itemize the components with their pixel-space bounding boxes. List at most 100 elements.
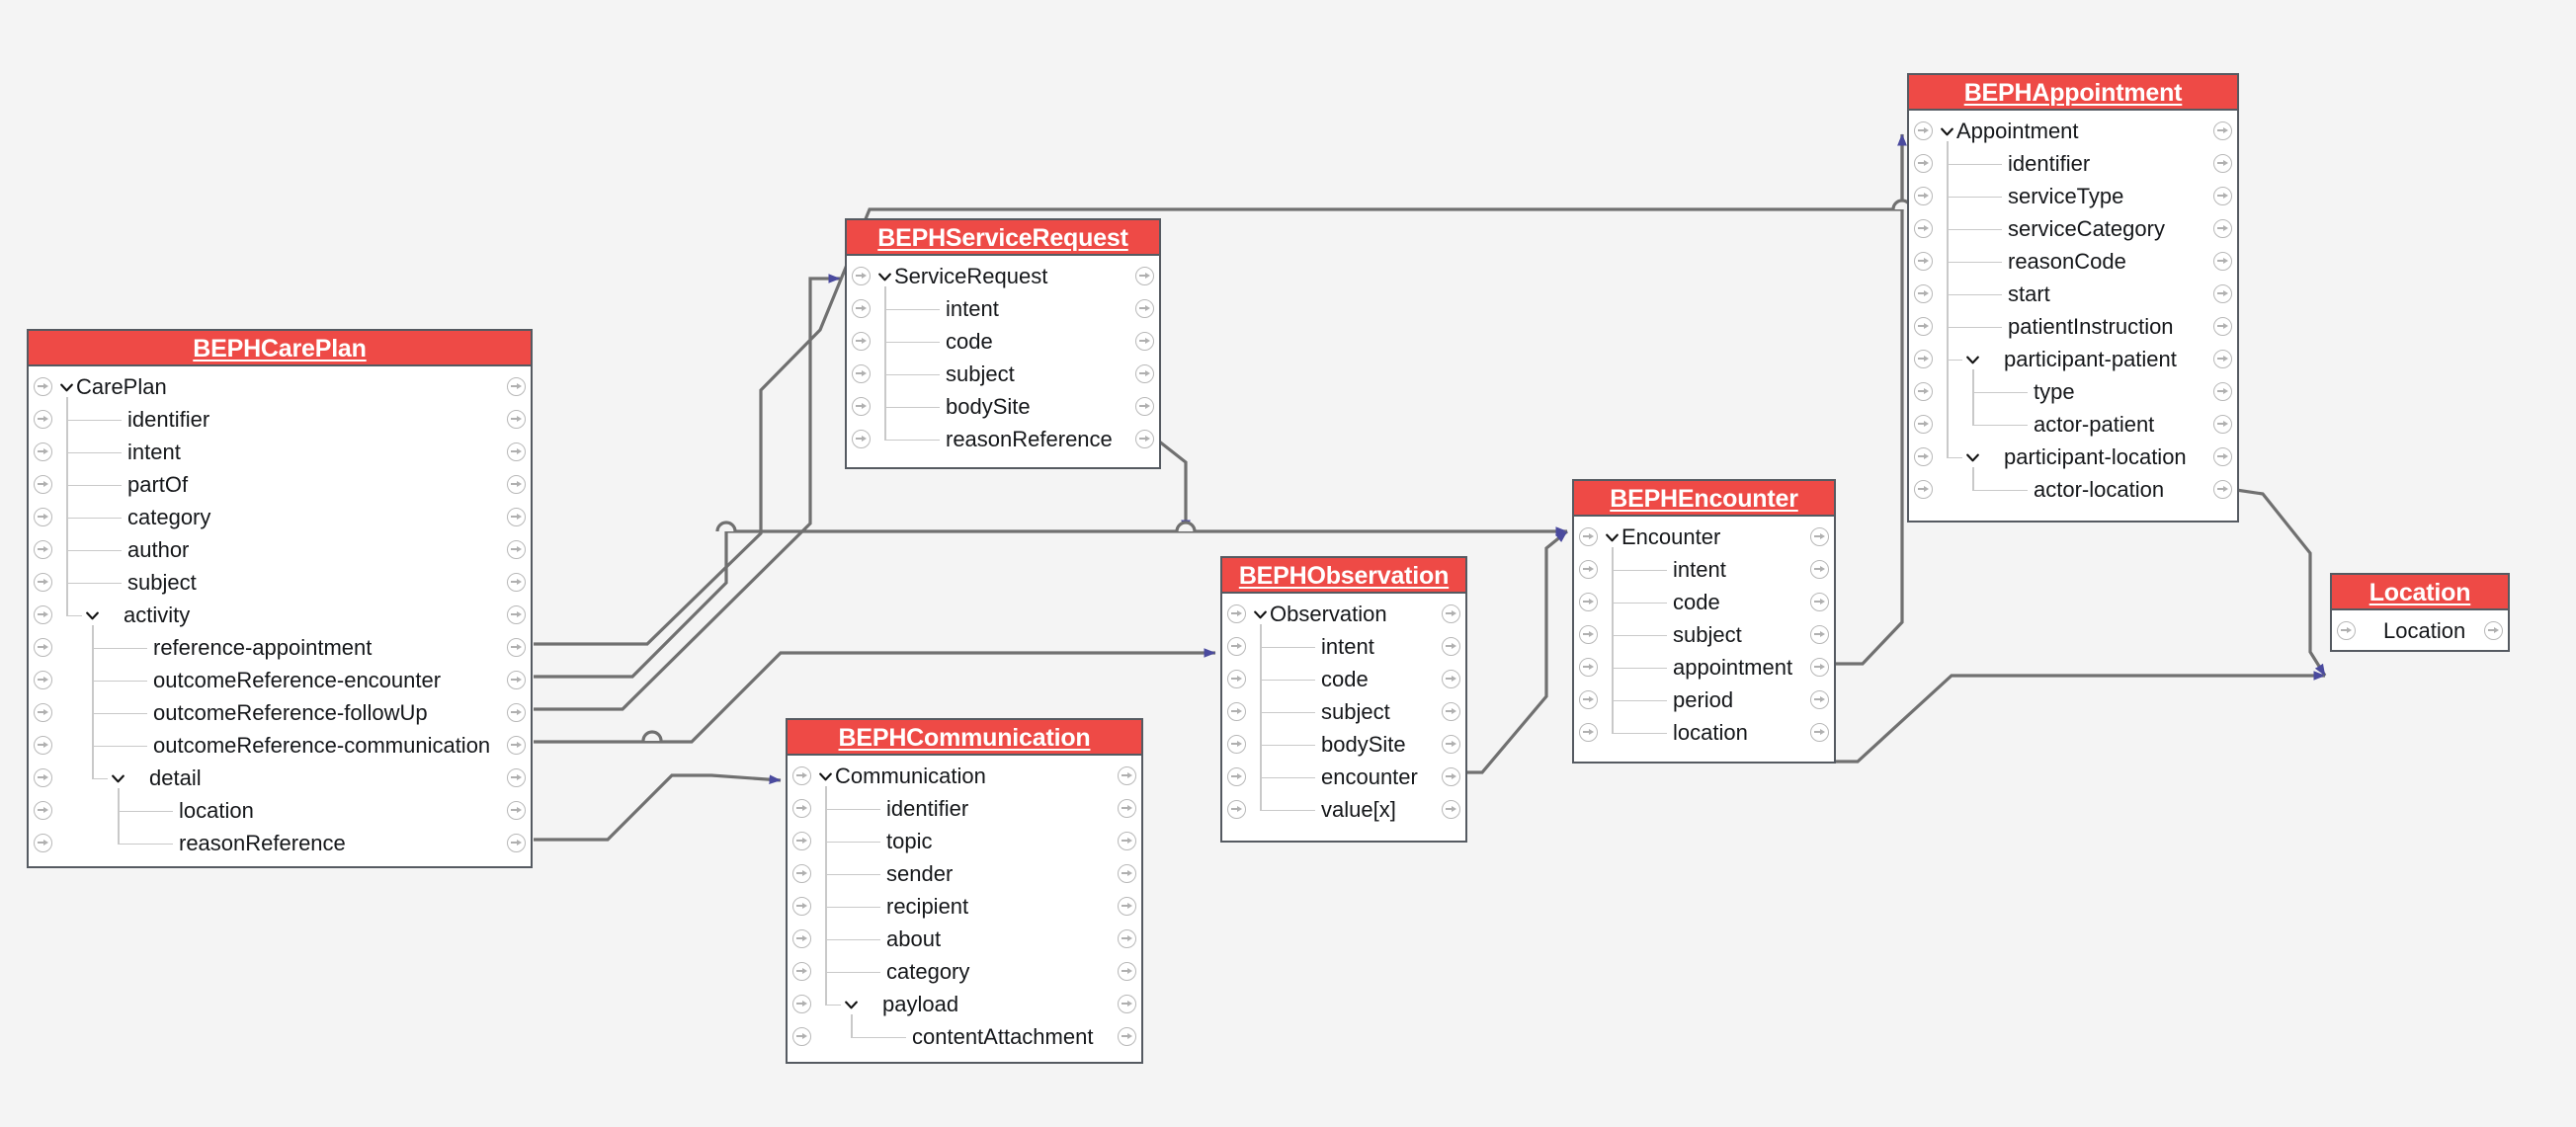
uml-row[interactable]: contentAttachment: [788, 1020, 1141, 1053]
port-arrow-icon-right[interactable]: [2213, 154, 2232, 173]
uml-row[interactable]: reasonReference: [847, 423, 1159, 455]
uml-box-title-location[interactable]: Location: [2332, 575, 2508, 610]
uml-row[interactable]: identifier: [29, 403, 531, 436]
port-arrow-icon-right[interactable]: [1118, 864, 1136, 883]
uml-row[interactable]: Encounter: [1574, 521, 1834, 553]
port-arrow-icon-right[interactable]: [1810, 560, 1829, 579]
chevron-down-icon[interactable]: [1966, 451, 1979, 464]
port-arrow-icon-right[interactable]: [1810, 690, 1829, 709]
port-arrow-icon-right[interactable]: [1442, 637, 1460, 656]
port-arrow-icon-left[interactable]: [792, 995, 811, 1013]
chevron-down-icon[interactable]: [845, 999, 858, 1011]
uml-row[interactable]: subject: [847, 358, 1159, 390]
port-arrow-icon-right[interactable]: [1442, 604, 1460, 623]
uml-row[interactable]: bodySite: [1222, 728, 1465, 761]
uml-box-title-appointment[interactable]: BEPHAppointment: [1909, 75, 2237, 111]
port-arrow-icon-left[interactable]: [34, 508, 52, 526]
port-arrow-icon-right[interactable]: [507, 801, 526, 820]
uml-row[interactable]: ServiceRequest: [847, 260, 1159, 292]
port-arrow-icon-right[interactable]: [1118, 799, 1136, 818]
uml-row[interactable]: identifier: [788, 792, 1141, 825]
port-arrow-icon-right[interactable]: [1442, 735, 1460, 754]
port-arrow-icon-left[interactable]: [1914, 447, 1933, 466]
uml-row[interactable]: location: [1574, 716, 1834, 749]
uml-row[interactable]: topic: [788, 825, 1141, 857]
uml-row[interactable]: actor-patient: [1909, 408, 2237, 441]
port-arrow-icon-left[interactable]: [1914, 219, 1933, 238]
port-arrow-icon-right[interactable]: [507, 443, 526, 461]
uml-box-title-communication[interactable]: BEPHCommunication: [788, 720, 1141, 756]
uml-row[interactable]: serviceCategory: [1909, 212, 2237, 245]
uml-row[interactable]: payload: [788, 988, 1141, 1020]
uml-row[interactable]: bodySite: [847, 390, 1159, 423]
port-arrow-icon-left[interactable]: [1914, 154, 1933, 173]
port-arrow-icon-right[interactable]: [1118, 832, 1136, 850]
port-arrow-icon-right[interactable]: [1118, 995, 1136, 1013]
port-arrow-icon-right[interactable]: [507, 834, 526, 852]
port-arrow-icon-right[interactable]: [1810, 625, 1829, 644]
chevron-down-icon[interactable]: [60, 381, 73, 394]
port-arrow-icon-right[interactable]: [2484, 621, 2503, 640]
uml-row[interactable]: intent: [29, 436, 531, 468]
port-arrow-icon-left[interactable]: [1914, 382, 1933, 401]
uml-row[interactable]: activity: [29, 599, 531, 631]
uml-row[interactable]: value[x]: [1222, 793, 1465, 826]
uml-row[interactable]: intent: [1222, 630, 1465, 663]
uml-row[interactable]: detail: [29, 762, 531, 794]
port-arrow-icon-left[interactable]: [34, 540, 52, 559]
port-arrow-icon-right[interactable]: [507, 703, 526, 722]
uml-row[interactable]: sender: [788, 857, 1141, 890]
port-arrow-icon-left[interactable]: [1914, 187, 1933, 205]
uml-box-title-encounter[interactable]: BEPHEncounter: [1574, 481, 1834, 517]
port-arrow-icon-right[interactable]: [1135, 332, 1154, 351]
uml-row[interactable]: start: [1909, 278, 2237, 310]
uml-row[interactable]: participant-patient: [1909, 343, 2237, 375]
port-arrow-icon-left[interactable]: [792, 1027, 811, 1046]
port-arrow-icon-left[interactable]: [1914, 480, 1933, 499]
port-arrow-icon-left[interactable]: [34, 410, 52, 429]
port-arrow-icon-right[interactable]: [1118, 766, 1136, 785]
port-arrow-icon-left[interactable]: [34, 736, 52, 755]
uml-row[interactable]: location: [29, 794, 531, 827]
port-arrow-icon-right[interactable]: [1135, 299, 1154, 318]
uml-row[interactable]: appointment: [1574, 651, 1834, 684]
port-arrow-icon-right[interactable]: [507, 377, 526, 396]
port-arrow-icon-right[interactable]: [1810, 658, 1829, 677]
port-arrow-icon-left[interactable]: [852, 430, 871, 448]
uml-row[interactable]: serviceType: [1909, 180, 2237, 212]
chevron-down-icon[interactable]: [819, 770, 832, 783]
uml-box-title-careplan[interactable]: BEPHCarePlan: [29, 331, 531, 366]
port-arrow-icon-left[interactable]: [792, 799, 811, 818]
uml-row[interactable]: reference-appointment: [29, 631, 531, 664]
port-arrow-icon-left[interactable]: [852, 397, 871, 416]
uml-row[interactable]: encounter: [1222, 761, 1465, 793]
port-arrow-icon-right[interactable]: [1810, 723, 1829, 742]
port-arrow-icon-right[interactable]: [1810, 527, 1829, 546]
port-arrow-icon-left[interactable]: [1579, 625, 1598, 644]
port-arrow-icon-right[interactable]: [507, 540, 526, 559]
port-arrow-icon-left[interactable]: [852, 332, 871, 351]
uml-row[interactable]: category: [788, 955, 1141, 988]
port-arrow-icon-left[interactable]: [2337, 621, 2356, 640]
uml-row[interactable]: Appointment: [1909, 115, 2237, 147]
port-arrow-icon-left[interactable]: [34, 443, 52, 461]
chevron-down-icon[interactable]: [86, 609, 99, 622]
port-arrow-icon-right[interactable]: [507, 736, 526, 755]
port-arrow-icon-left[interactable]: [1914, 284, 1933, 303]
port-arrow-icon-right[interactable]: [1118, 897, 1136, 916]
chevron-down-icon[interactable]: [1606, 531, 1619, 544]
port-arrow-icon-left[interactable]: [1579, 593, 1598, 611]
port-arrow-icon-right[interactable]: [2213, 382, 2232, 401]
port-arrow-icon-left[interactable]: [34, 768, 52, 787]
uml-row[interactable]: reasonReference: [29, 827, 531, 859]
port-arrow-icon-left[interactable]: [1579, 527, 1598, 546]
uml-row[interactable]: Communication: [788, 760, 1141, 792]
port-arrow-icon-right[interactable]: [2213, 350, 2232, 368]
chevron-down-icon[interactable]: [1254, 608, 1267, 621]
port-arrow-icon-left[interactable]: [852, 364, 871, 383]
port-arrow-icon-right[interactable]: [507, 605, 526, 624]
uml-row[interactable]: Location: [2332, 614, 2508, 647]
uml-row[interactable]: Observation: [1222, 598, 1465, 630]
chevron-down-icon[interactable]: [1966, 354, 1979, 366]
